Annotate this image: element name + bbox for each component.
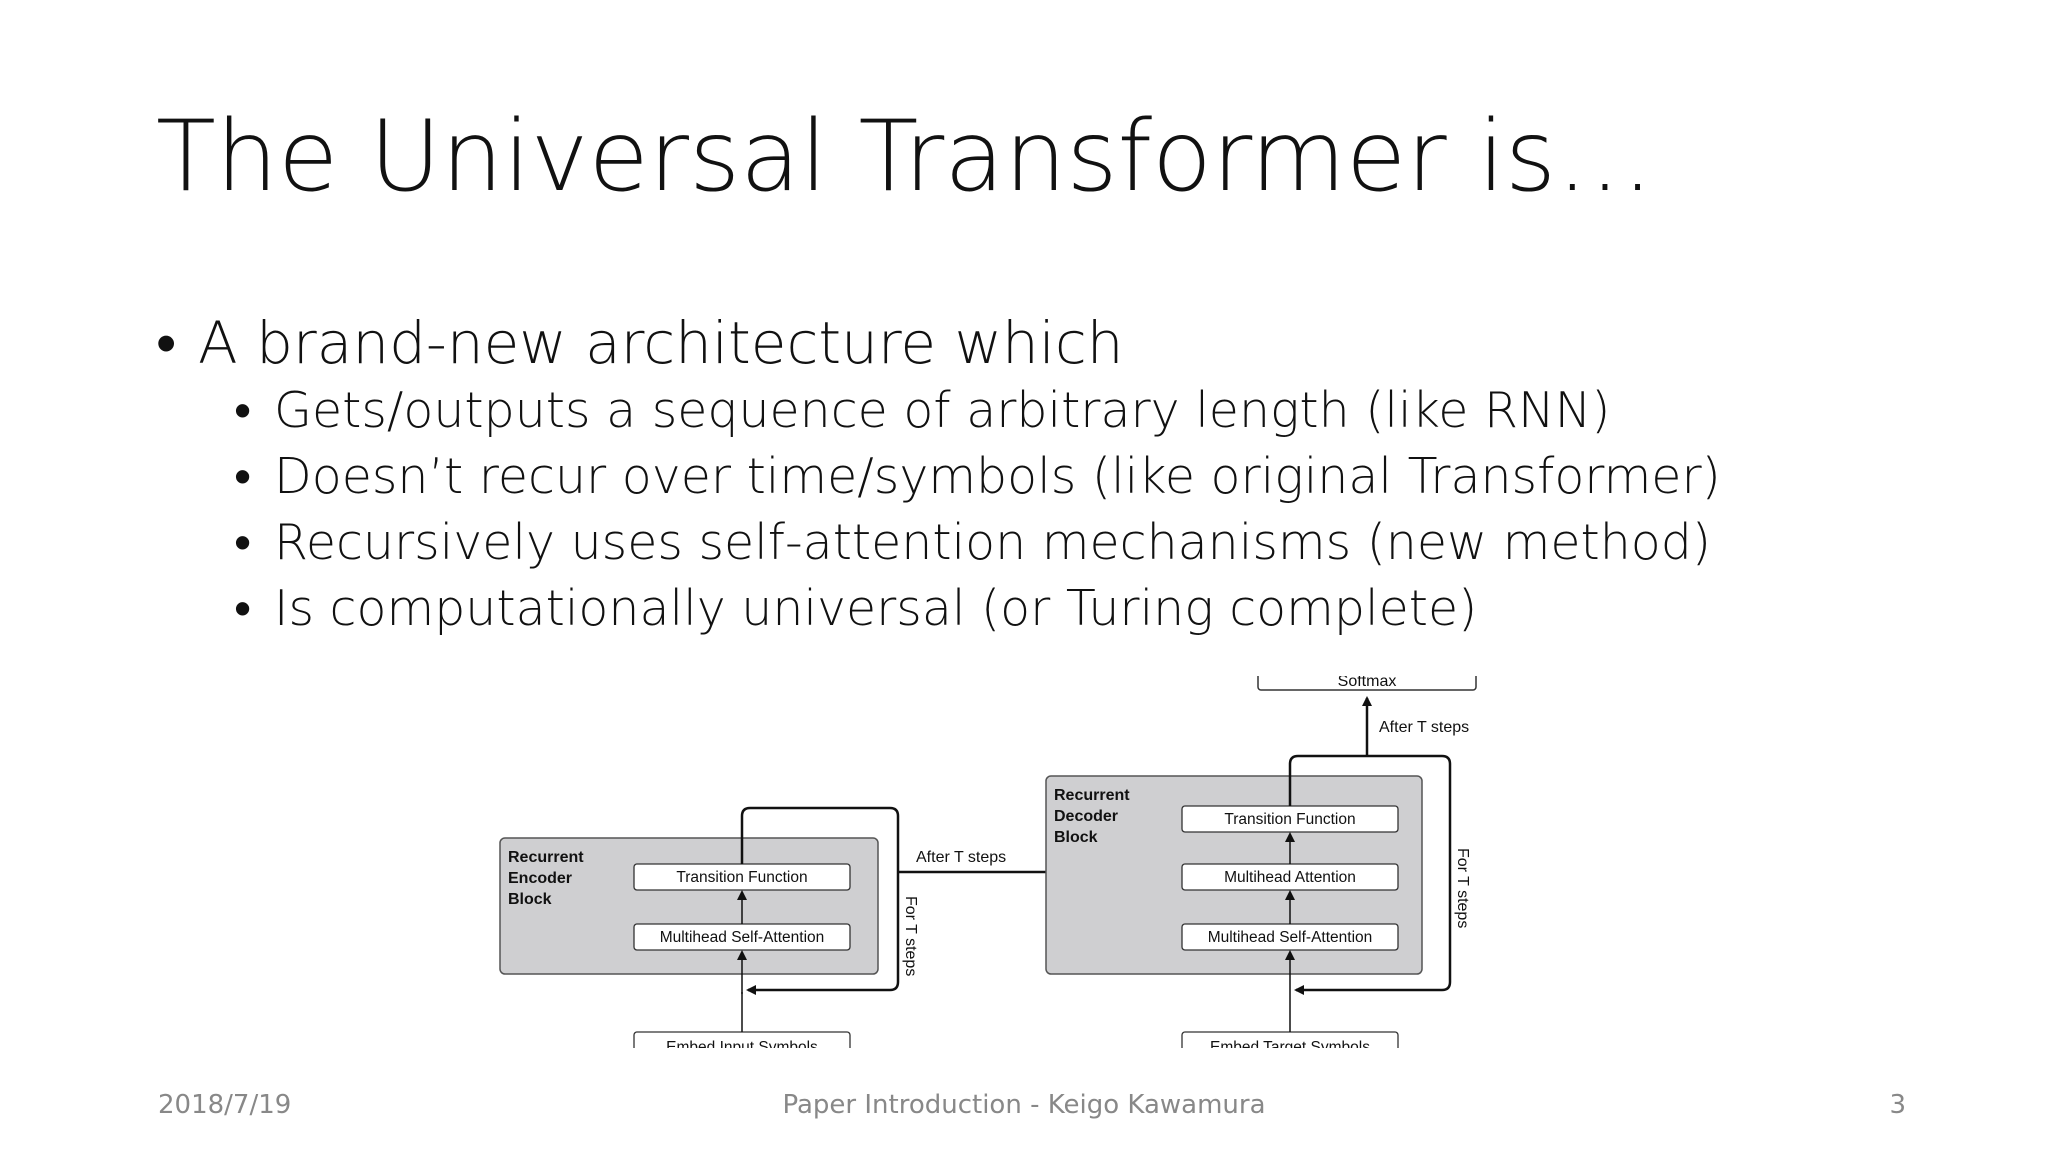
decoder-self-attention: Multihead Self-Attention — [1208, 929, 1373, 946]
diagram-svg: Softmax After T steps Recurrent Encoder … — [499, 676, 1477, 1048]
slide-title: The Universal Transformer is… — [156, 100, 1655, 214]
encoder-transition: Transition Function — [676, 869, 807, 886]
sub-bullet-3: Recursively uses self-attention mechanis… — [156, 510, 1956, 576]
encoder-loop — [740, 806, 900, 995]
decoder-embed: Embed Target Symbols — [1210, 1039, 1370, 1048]
decoder-label-1: Recurrent — [1054, 787, 1130, 804]
after-t-steps-mid: After T steps — [916, 849, 1006, 866]
encoder-attention: Multihead Self-Attention — [660, 929, 825, 946]
bullet-main: A brand-new architecture which — [156, 308, 1956, 378]
sub-bullet-2: Doesn’t recur over time/symbols (like or… — [156, 444, 1956, 510]
decoder-multihead: Multihead Attention — [1224, 869, 1356, 886]
decoder-label-3: Block — [1054, 829, 1098, 846]
after-t-steps-top: After T steps — [1379, 719, 1469, 736]
bullet-list: A brand-new architecture which Gets/outp… — [156, 308, 1956, 642]
for-t-steps-encoder: For T steps — [902, 896, 919, 976]
page-number: 3 — [1889, 1090, 1906, 1120]
encoder-label-1: Recurrent — [508, 849, 584, 866]
footer-title: Paper Introduction - Keigo Kawamura — [782, 1090, 1266, 1120]
encoder-block: Recurrent Encoder Block Transition Funct… — [499, 837, 879, 975]
for-t-steps-decoder: For T steps — [1454, 848, 1471, 928]
encoder-embed-box: Embed Input Symbols — [633, 1031, 851, 1048]
encoder-embed: Embed Input Symbols — [666, 1039, 818, 1048]
softmax-label: Softmax — [1338, 676, 1397, 690]
softmax-box: Softmax — [1257, 676, 1477, 691]
decoder-transition: Transition Function — [1224, 811, 1355, 828]
footer-date: 2018/7/19 — [158, 1090, 292, 1120]
encoder-label-2: Encoder — [508, 870, 572, 887]
decoder-embed-box: Embed Target Symbols — [1181, 1031, 1399, 1048]
architecture-diagram: Softmax After T steps Recurrent Encoder … — [492, 676, 1492, 1048]
decoder-block: Recurrent Decoder Block Transition Funct… — [1045, 775, 1423, 975]
sub-bullet-1: Gets/outputs a sequence of arbitrary len… — [156, 378, 1956, 444]
sub-bullet-4: Is computationally universal (or Turing … — [156, 576, 1956, 642]
encoder-label-3: Block — [508, 891, 552, 908]
decoder-label-2: Decoder — [1054, 808, 1118, 825]
decoder-loop — [1288, 754, 1452, 995]
